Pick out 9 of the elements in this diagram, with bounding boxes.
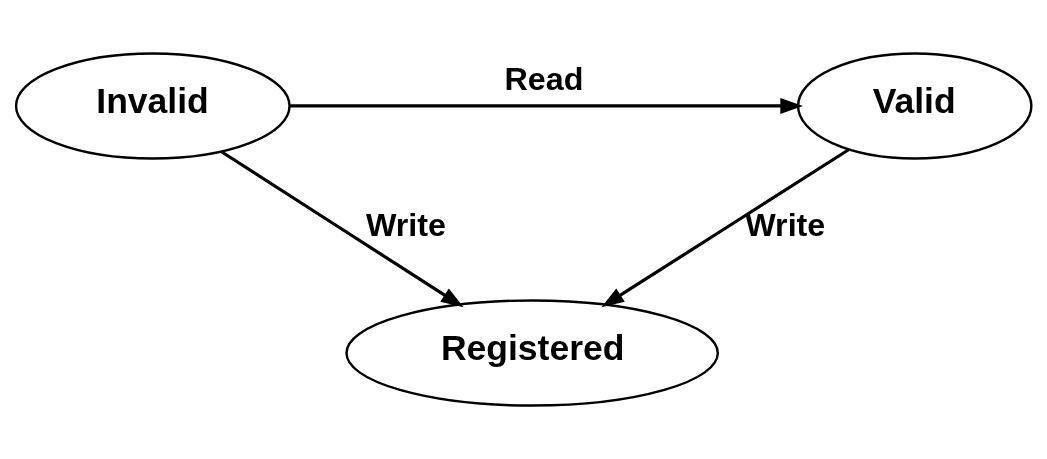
arrow xyxy=(289,98,803,114)
arrow xyxy=(601,148,850,308)
edge-label: Write xyxy=(745,206,826,243)
node-ellipse: Registered xyxy=(345,299,720,407)
arrow xyxy=(220,150,464,308)
node-ellipse: Invalid xyxy=(14,52,291,160)
edge-label: Write xyxy=(365,206,446,243)
edge-label: Read xyxy=(504,60,584,97)
node-ellipse: Valid xyxy=(796,52,1033,160)
